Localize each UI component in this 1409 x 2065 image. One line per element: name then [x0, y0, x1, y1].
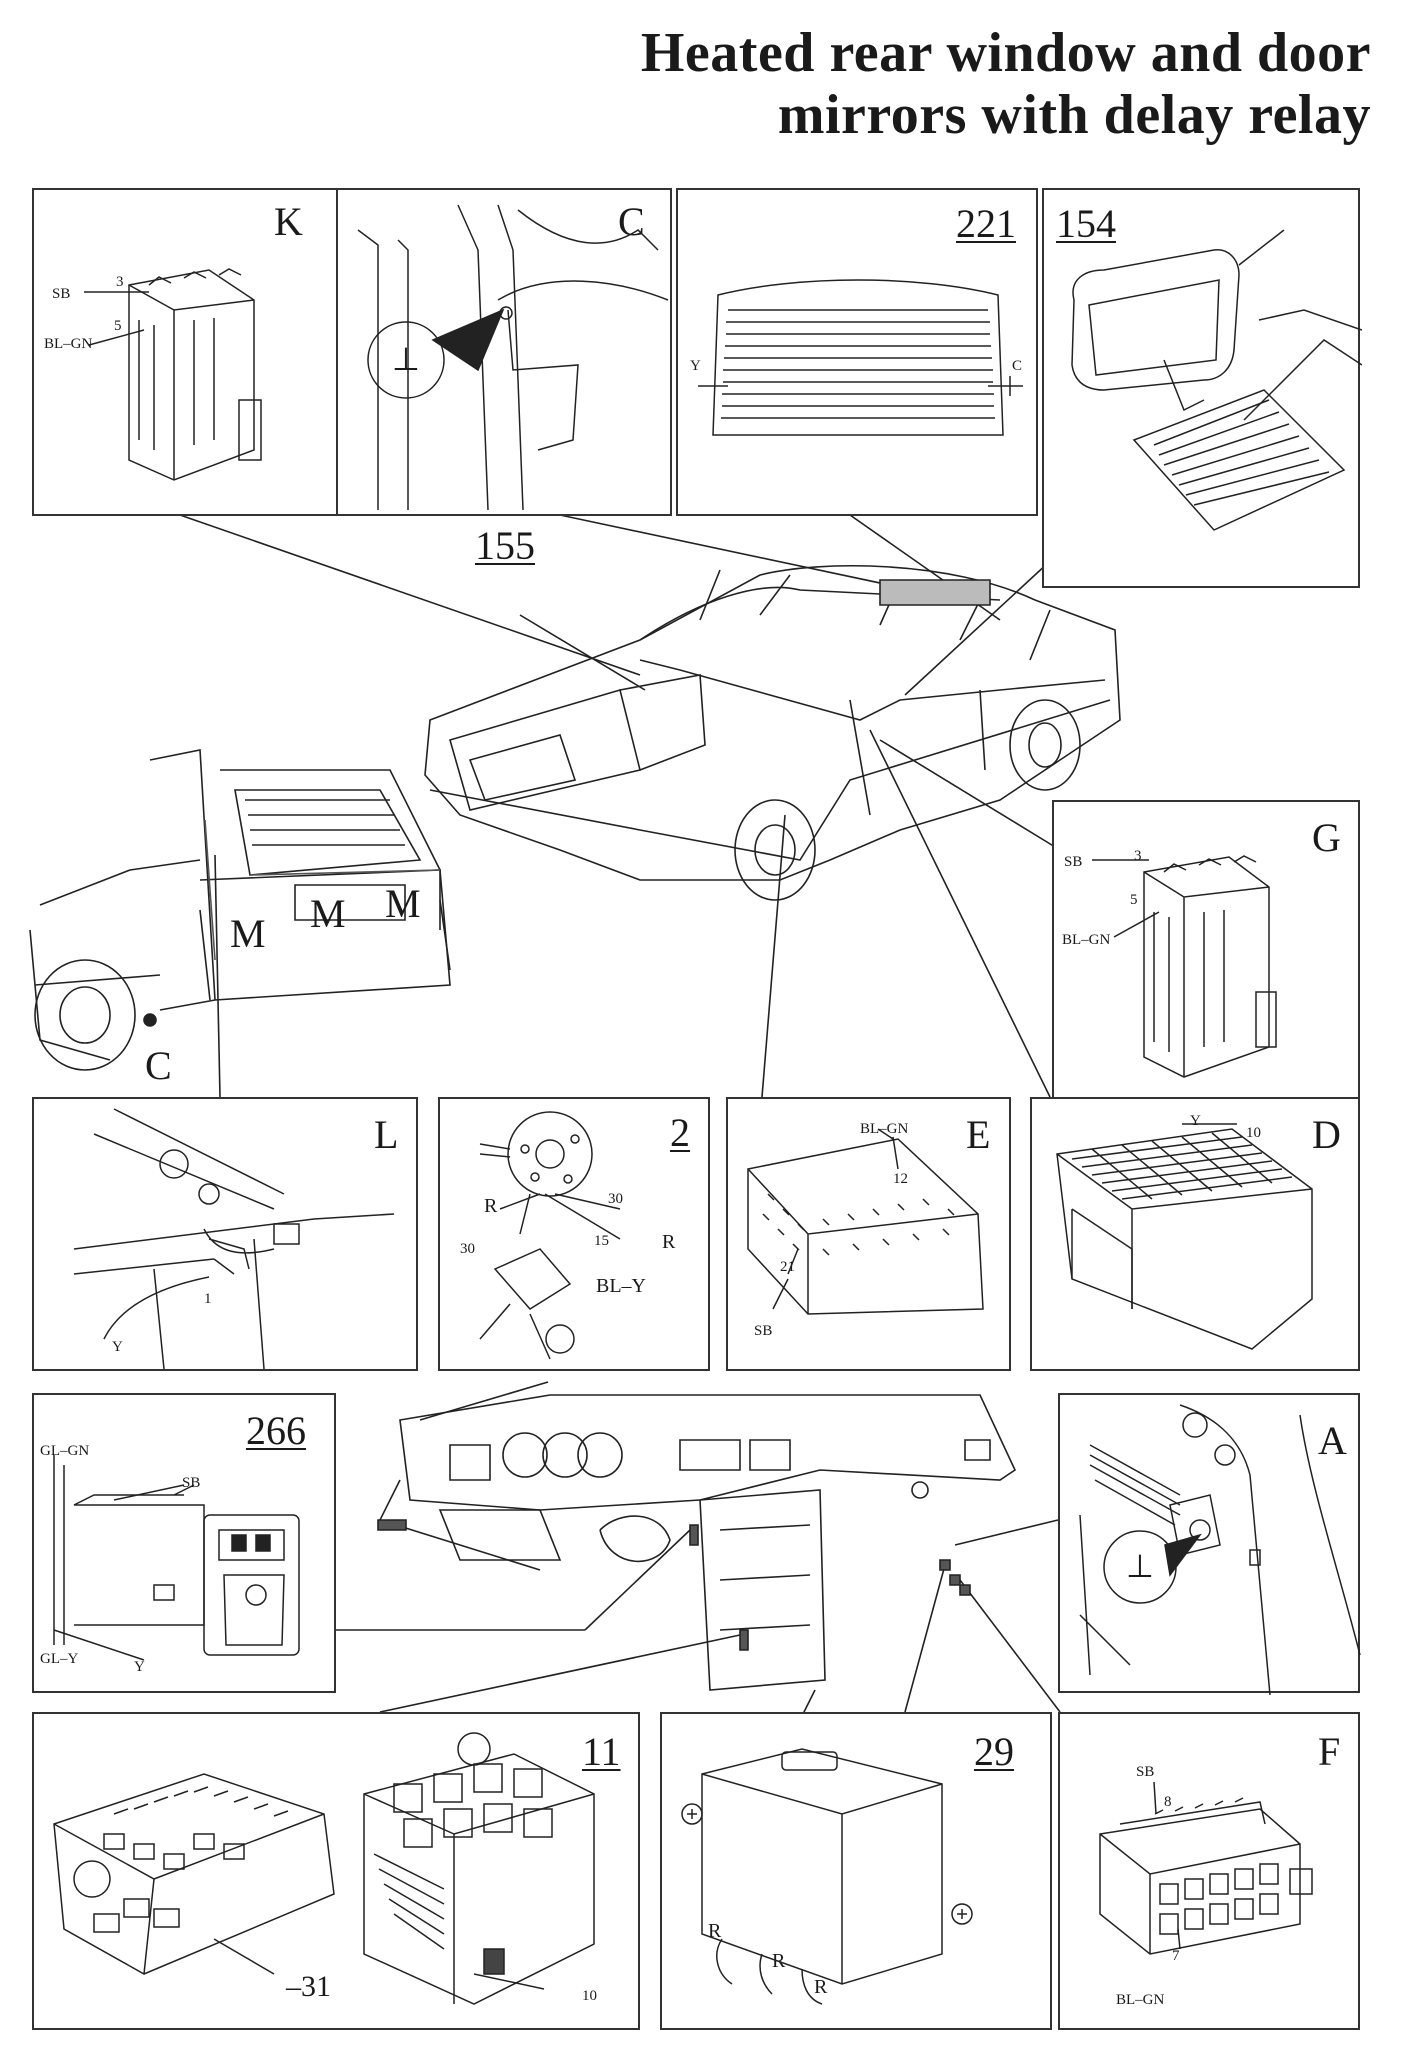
connector-e-drawing: [728, 1099, 1013, 1373]
panel-f-wire-blgn: BL–GN: [1116, 1992, 1165, 2008]
panel-e-pin-21: 21: [780, 1259, 795, 1275]
panel-221-wire-y: Y: [690, 358, 701, 374]
panel-e-wire-blgn: BL–GN: [860, 1121, 909, 1137]
panel-2-pin-30a: 30: [608, 1191, 623, 1207]
panel-29-delay-relay: 29 R R R: [660, 1712, 1052, 2030]
panel-k-wire-blgn: BL–GN: [44, 336, 93, 352]
panel-266-switch: 266 GL–GN SB GL–Y Y: [32, 1393, 336, 1693]
connector-g-drawing: [1054, 802, 1362, 1112]
panel-266-wire-glgn: GL–GN: [40, 1443, 90, 1459]
panel-g-connector: G SB 3 5 BL–GN: [1052, 800, 1360, 1110]
panel-266-wire-y: Y: [134, 1659, 145, 1675]
title-line-1: Heated rear window and door: [640, 22, 1371, 84]
panel-2-label: 2: [670, 1110, 690, 1155]
panel-k-pin-3: 3: [116, 274, 124, 290]
panel-f-pin-8: 8: [1164, 1794, 1172, 1810]
wagon-marker-c: C: [145, 1043, 172, 1088]
panel-k-pin-5: 5: [114, 318, 122, 334]
panel-154-door-mirror: 154: [1042, 188, 1360, 588]
wagon-marker-m3: M: [385, 881, 421, 926]
harness-l-drawing: [34, 1099, 420, 1373]
panel-g-label: G: [1312, 815, 1341, 860]
panel-k-label: K: [274, 199, 303, 244]
panel-11-label: 11: [582, 1729, 621, 1774]
panel-a-ground-point: A ⊥: [1058, 1393, 1360, 1693]
panel-l-pin-1: 1: [204, 1291, 212, 1307]
panel-e-connector: E BL–GN 12 21 SB: [726, 1097, 1011, 1371]
panel-d-label: D: [1312, 1112, 1341, 1157]
panel-c-label: C: [618, 199, 645, 244]
panel-e-wire-sb: SB: [754, 1323, 773, 1339]
panel-g-pin-3: 3: [1134, 848, 1142, 864]
fuse-box-drawing: [34, 1714, 642, 2032]
panel-k-wire-sb: SB: [52, 286, 71, 302]
panel-l-label: L: [374, 1112, 399, 1157]
panel-266-wire-sb: SB: [182, 1475, 201, 1491]
panel-266-label: 266: [246, 1408, 306, 1453]
wagon-marker-m1: M: [230, 911, 266, 956]
mirror-heater-drawing: [1044, 190, 1362, 590]
panel-k-connector: K 3 SB 5 BL–GN: [32, 188, 338, 516]
panel-266-wire-gly: GL–Y: [40, 1651, 79, 1667]
panel-154-label: 154: [1056, 201, 1116, 246]
panel-2-ignition-switch: 2 R 30 30 R 15 BL–Y: [438, 1097, 710, 1371]
panel-221-label: 221: [956, 201, 1016, 246]
ground-symbol: ⊥: [1126, 1548, 1154, 1584]
panel-f-label: F: [1318, 1729, 1341, 1774]
panel-29-wire-r3: R: [814, 1976, 828, 1998]
panel-g-pin-5: 5: [1130, 892, 1138, 908]
panel-c-ground-point: C ⊥: [336, 188, 672, 516]
panel-f-pin-7: 7: [1172, 1948, 1180, 1964]
panel-f-connector: F SB 8 7 BL–GN: [1058, 1712, 1360, 2030]
panel-2-wire-bly: BL–Y: [596, 1275, 646, 1297]
panel-e-pin-12: 12: [893, 1171, 908, 1187]
panel-f-wire-sb: SB: [1136, 1764, 1155, 1780]
panel-d-connector: D Y 10: [1030, 1097, 1360, 1371]
panel-221-rear-window: 221 Y C: [676, 188, 1038, 516]
panel-d-pin-10: 10: [1246, 1125, 1261, 1141]
panel-a-label: A: [1318, 1418, 1347, 1463]
wagon-marker-m2: M: [310, 891, 346, 936]
callout-155: 155: [475, 523, 535, 568]
relay-29-drawing: [662, 1714, 1054, 2032]
panel-11-fuse-box: 11 –31 10: [32, 1712, 640, 2030]
panel-e-label: E: [966, 1112, 991, 1157]
panel-11-pin-10: 10: [582, 1988, 597, 2004]
title-line-2: mirrors with delay relay: [777, 84, 1371, 146]
panel-2-pin-15: 15: [594, 1233, 609, 1249]
rear-window-heater-drawing: [678, 190, 1040, 518]
panel-l-wire-y: Y: [112, 1339, 123, 1355]
panel-221-wire-c: C: [1012, 358, 1023, 374]
panel-2-pin-30b: 30: [460, 1241, 475, 1257]
page-title: Heated rear window and door mirrors with…: [641, 22, 1371, 146]
ignition-switch-drawing: [440, 1099, 712, 1373]
connector-f-drawing: [1060, 1714, 1362, 2032]
panel-11-pin-31: –31: [286, 1970, 331, 2003]
ground-c-drawing: [338, 190, 674, 518]
switch-266-drawing: [34, 1395, 338, 1695]
panel-2-wire-r1: R: [484, 1195, 498, 1217]
ground-symbol: ⊥: [392, 341, 420, 377]
connector-k-drawing: [34, 190, 340, 518]
connector-d-drawing: [1032, 1099, 1362, 1373]
panel-g-wire-blgn: BL–GN: [1062, 932, 1111, 948]
panel-l-harness: L 1 Y: [32, 1097, 418, 1371]
panel-d-wire-y: Y: [1190, 1113, 1201, 1129]
ground-a-drawing: [1060, 1395, 1362, 1695]
panel-29-wire-r1: R: [708, 1920, 722, 1942]
panel-29-label: 29: [974, 1729, 1014, 1774]
panel-2-wire-r2: R: [662, 1231, 676, 1253]
panel-g-wire-sb: SB: [1064, 854, 1083, 870]
